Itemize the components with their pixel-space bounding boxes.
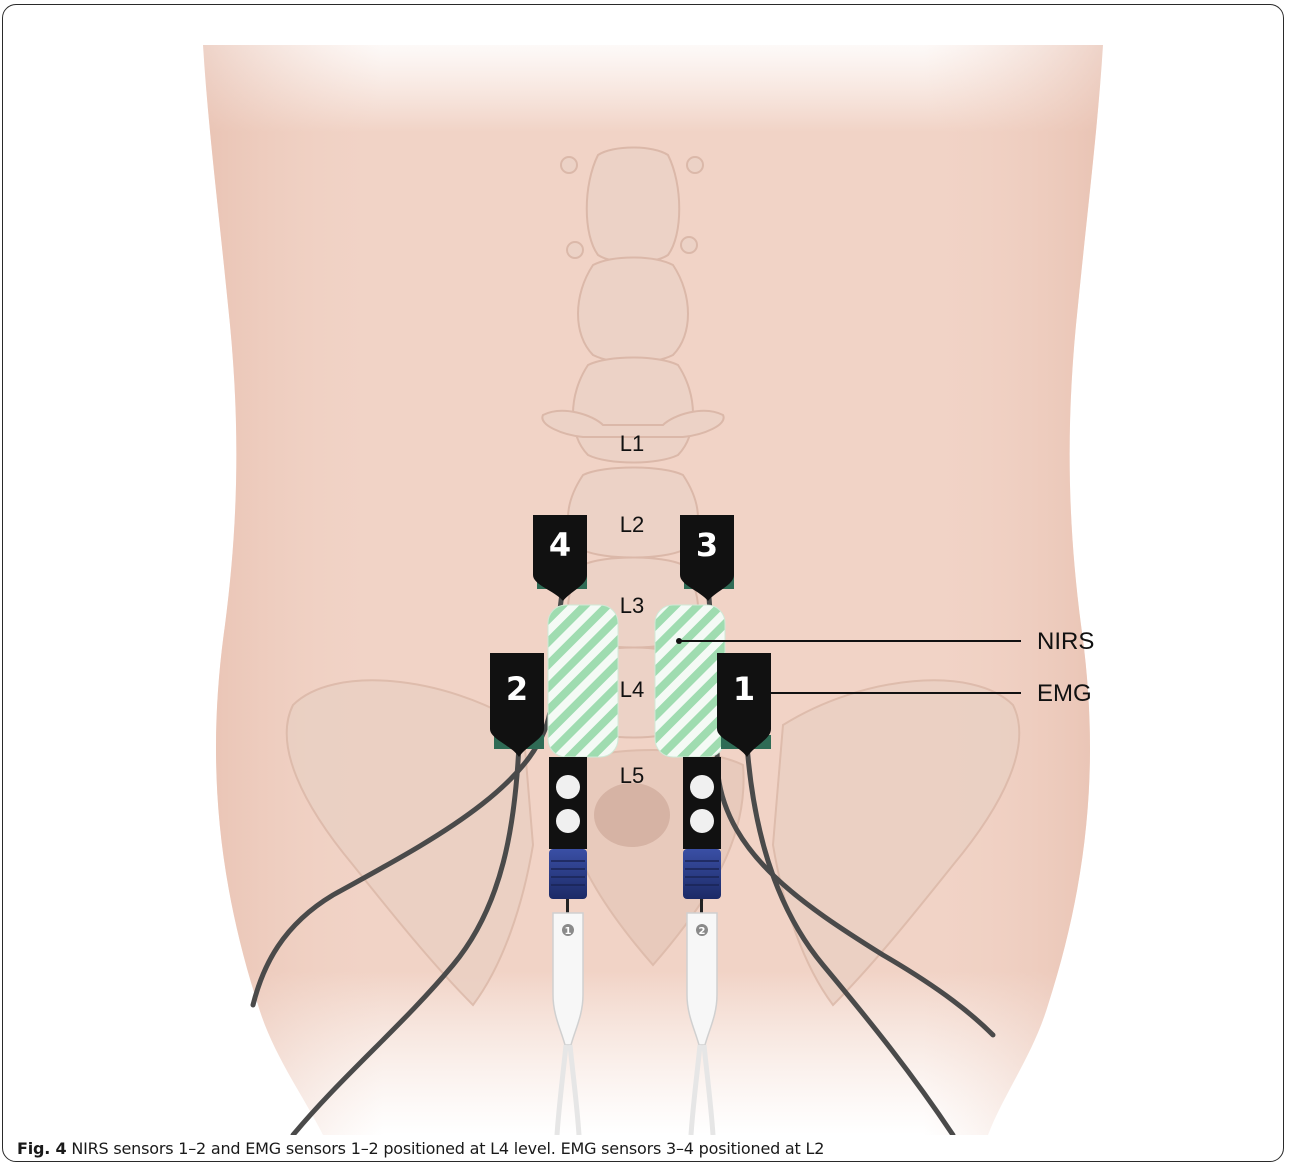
emg-sensor-number-1: 1 <box>733 670 755 708</box>
emg-sensor-3: 3 <box>680 515 734 601</box>
vertebra-label-l3: L3 <box>620 593 644 618</box>
emg-sensor-number-4: 4 <box>549 526 571 564</box>
nirs-pad-left <box>548 605 618 757</box>
vertebra-label-l5: L5 <box>620 763 644 788</box>
callout-nirs: NIRS <box>1037 628 1094 655</box>
emg-sensor-number-2: 2 <box>506 670 528 708</box>
emg-sensor-number-3: 3 <box>696 526 718 564</box>
lumbar-sensor-diagram: L1 L2 L3 L4 L5 1 <box>3 5 1284 1135</box>
vertebra-label-l1: L1 <box>620 431 644 456</box>
figure-frame: L1 L2 L3 L4 L5 1 <box>2 4 1284 1162</box>
emg-sensor-1: 1 <box>717 653 771 757</box>
nirs-pad-right <box>655 605 725 757</box>
figure-caption: Fig. 4 NIRS sensors 1–2 and EMG sensors … <box>17 1139 824 1158</box>
vertebra-label-l4: L4 <box>620 677 644 702</box>
connector-number-2: 2 <box>699 926 706 937</box>
caption-text: NIRS sensors 1–2 and EMG sensors 1–2 pos… <box>66 1139 824 1158</box>
emg-sensor-4: 4 <box>533 515 587 601</box>
callout-emg: EMG <box>1037 680 1092 707</box>
vertebra-label-l2: L2 <box>620 512 644 537</box>
connector-number-1: 1 <box>565 926 572 937</box>
caption-label: Fig. 4 <box>17 1139 66 1158</box>
emg-sensor-2: 2 <box>490 653 544 757</box>
